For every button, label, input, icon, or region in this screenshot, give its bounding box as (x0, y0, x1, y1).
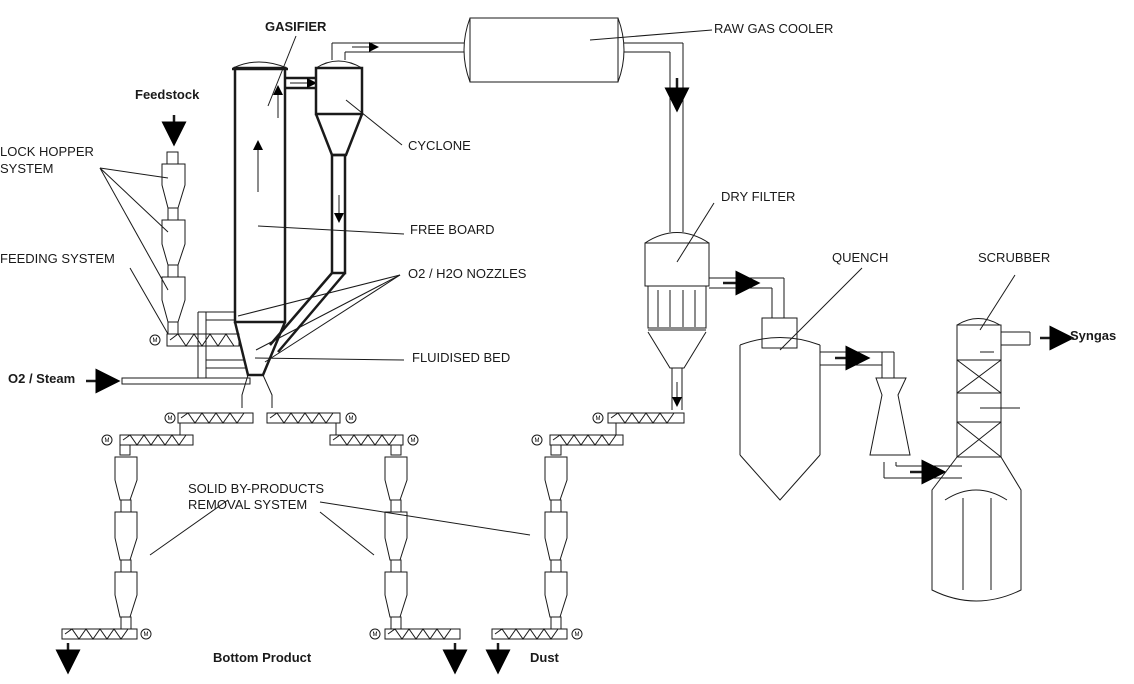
svg-text:M: M (144, 632, 149, 638)
solid-byproducts-label: SOLID BY-PRODUCTS (188, 481, 325, 496)
fluidised-bed-label: FLUIDISED BED (412, 350, 511, 365)
scrubber-label: SCRUBBER (978, 250, 1051, 265)
svg-text:M: M (105, 438, 110, 444)
lock-hopper-system (161, 115, 187, 335)
dust-removal (485, 412, 685, 675)
syngas-label: Syngas (1070, 328, 1117, 343)
gasifier-cyclone-duct (285, 76, 317, 90)
svg-text:M: M (168, 416, 173, 422)
svg-text:M: M (575, 632, 580, 638)
o2-steam-inlet (86, 368, 251, 394)
nozzles-label: O2 / H2O NOZZLES (408, 266, 527, 281)
feedstock-label: Feedstock (135, 87, 200, 102)
cyclone (269, 60, 364, 353)
bottom-product-label: Bottom Product (213, 650, 312, 665)
raw-gas-cooler-label: RAW GAS COOLER (714, 21, 834, 36)
venturi (869, 352, 962, 485)
feeding-system-label: FEEDING SYSTEM (0, 251, 115, 266)
quench-label: QUENCH (832, 250, 889, 265)
free-board-label: FREE BOARD (410, 222, 495, 237)
bottom-removal-left (55, 412, 254, 675)
raw-gas-cooler (463, 17, 690, 232)
svg-text:M: M (411, 438, 416, 444)
quench (739, 317, 894, 501)
cyclone-label: CYCLONE (408, 138, 471, 153)
svg-text:M: M (596, 416, 601, 422)
bottom-removal-right (266, 412, 468, 675)
dry-filter-label: DRY FILTER (721, 189, 796, 204)
dry-filter (644, 232, 785, 410)
gasifier-vessel (232, 61, 288, 408)
o2-steam-label: O2 / Steam (8, 371, 76, 386)
scrubber (931, 318, 1031, 602)
removal-system-label: REMOVAL SYSTEM (188, 497, 308, 512)
svg-text:M: M (535, 438, 540, 444)
lock-hopper-system-label: SYSTEM (0, 161, 54, 176)
svg-text:M: M (373, 632, 378, 638)
svg-text:M: M (153, 338, 158, 344)
leader-lines (99, 29, 1016, 556)
svg-text:M: M (349, 416, 354, 422)
dust-label: Dust (530, 650, 559, 665)
gasifier-label: GASIFIER (265, 19, 327, 34)
lock-hopper-label: LOCK HOPPER (0, 144, 94, 159)
cyclone-cooler-pipe (331, 42, 464, 60)
motor-labels: M M M M M M M M M M (105, 338, 601, 638)
feeding-screw (149, 311, 246, 378)
